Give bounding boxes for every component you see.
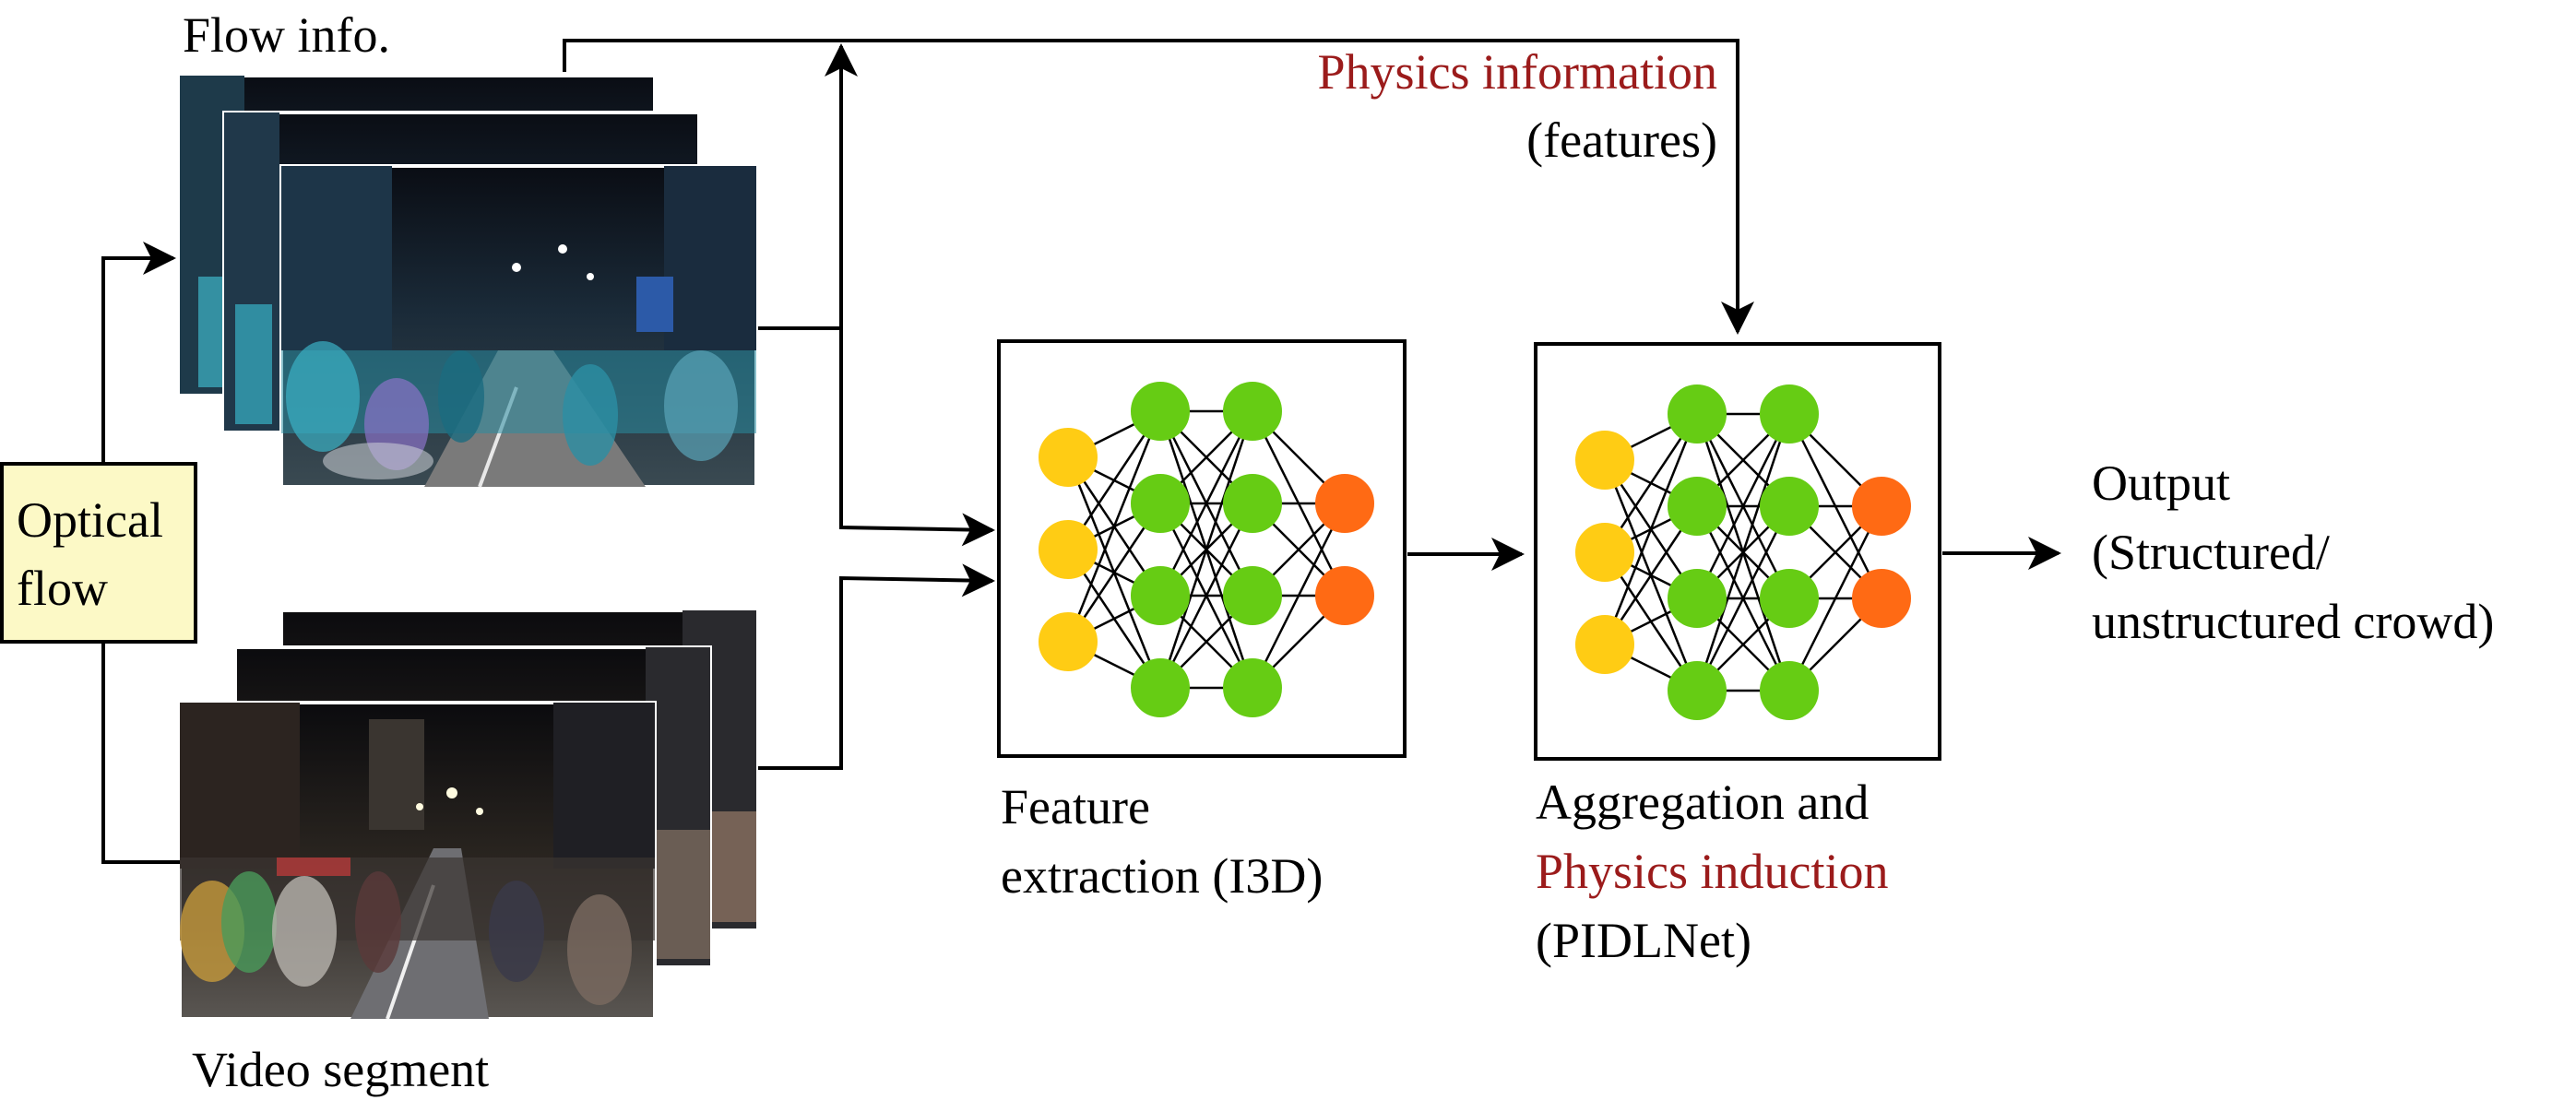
hidden-node — [1223, 474, 1282, 533]
hidden-node — [1760, 477, 1819, 536]
hidden-node — [1131, 658, 1190, 717]
input-node — [1039, 520, 1098, 579]
input-node — [1575, 431, 1634, 490]
aggregation-label-line3: (PIDLNet) — [1536, 913, 1751, 968]
hidden-node — [1131, 474, 1190, 533]
connectors — [101, 39, 2061, 864]
hidden-node — [1668, 569, 1727, 628]
network-edge — [1066, 410, 1162, 643]
flow-frame-front — [279, 164, 758, 489]
video-frame-stack — [178, 609, 758, 1021]
arrow-physics-info — [563, 39, 1754, 335]
network-edge — [1787, 505, 1883, 692]
output-label-line2: (Structured/ — [2092, 525, 2330, 580]
line-optical-to-video — [101, 642, 180, 864]
pidlnet-network — [1575, 384, 1911, 720]
i3d-network — [1039, 382, 1374, 717]
hidden-node — [1668, 384, 1727, 444]
feature-extraction-label-line1: Feature — [1001, 779, 1150, 834]
output-label-line3: unstructured crowd) — [2092, 594, 2494, 649]
network-edge — [1695, 413, 1791, 692]
hidden-node — [1223, 566, 1282, 625]
network-edge — [1158, 503, 1254, 689]
video-segment-label: Video segment — [192, 1042, 489, 1097]
hidden-node — [1668, 661, 1727, 720]
hidden-node — [1668, 477, 1727, 536]
hidden-node — [1223, 658, 1282, 717]
output-label-line1: Output — [2092, 455, 2230, 511]
network-edge — [1158, 410, 1254, 689]
physics-info-label-line2: (features) — [1526, 112, 1717, 168]
hidden-node — [1131, 566, 1190, 625]
feature-extraction-label-line2: extraction (I3D) — [1001, 848, 1323, 904]
hidden-node — [1131, 382, 1190, 441]
input-node — [1039, 428, 1098, 487]
network-edge — [1251, 503, 1347, 689]
network-edge — [1695, 413, 1791, 599]
video-frame-front — [178, 701, 657, 1021]
input-node — [1575, 523, 1634, 582]
network-edge — [1695, 505, 1791, 692]
optical-flow-label-line2: flow — [17, 561, 108, 616]
network-edge — [1158, 410, 1254, 597]
hidden-node — [1760, 661, 1819, 720]
arrow-video-to-feature — [758, 563, 995, 770]
output-node — [1315, 566, 1374, 625]
input-node — [1039, 612, 1098, 671]
hidden-node — [1760, 384, 1819, 444]
input-node — [1575, 615, 1634, 674]
output-node — [1315, 474, 1374, 533]
aggregation-label-line1: Aggregation and — [1536, 775, 1869, 830]
optical-flow-box: Optical flow — [0, 462, 197, 644]
flow-info-label: Flow info. — [183, 7, 390, 63]
flow-frame-stack — [178, 74, 758, 489]
optical-flow-label-line1: Optical — [17, 492, 163, 548]
physics-info-label-line1: Physics information — [1318, 44, 1717, 100]
output-node — [1852, 569, 1911, 628]
hidden-node — [1223, 382, 1282, 441]
network-edge — [1603, 413, 1699, 645]
hidden-node — [1760, 569, 1819, 628]
arrow-flow-to-feature — [758, 326, 995, 547]
arrow-optical-to-flow — [101, 242, 176, 464]
aggregation-label-line2: Physics induction — [1536, 844, 1889, 899]
output-node — [1852, 477, 1911, 536]
